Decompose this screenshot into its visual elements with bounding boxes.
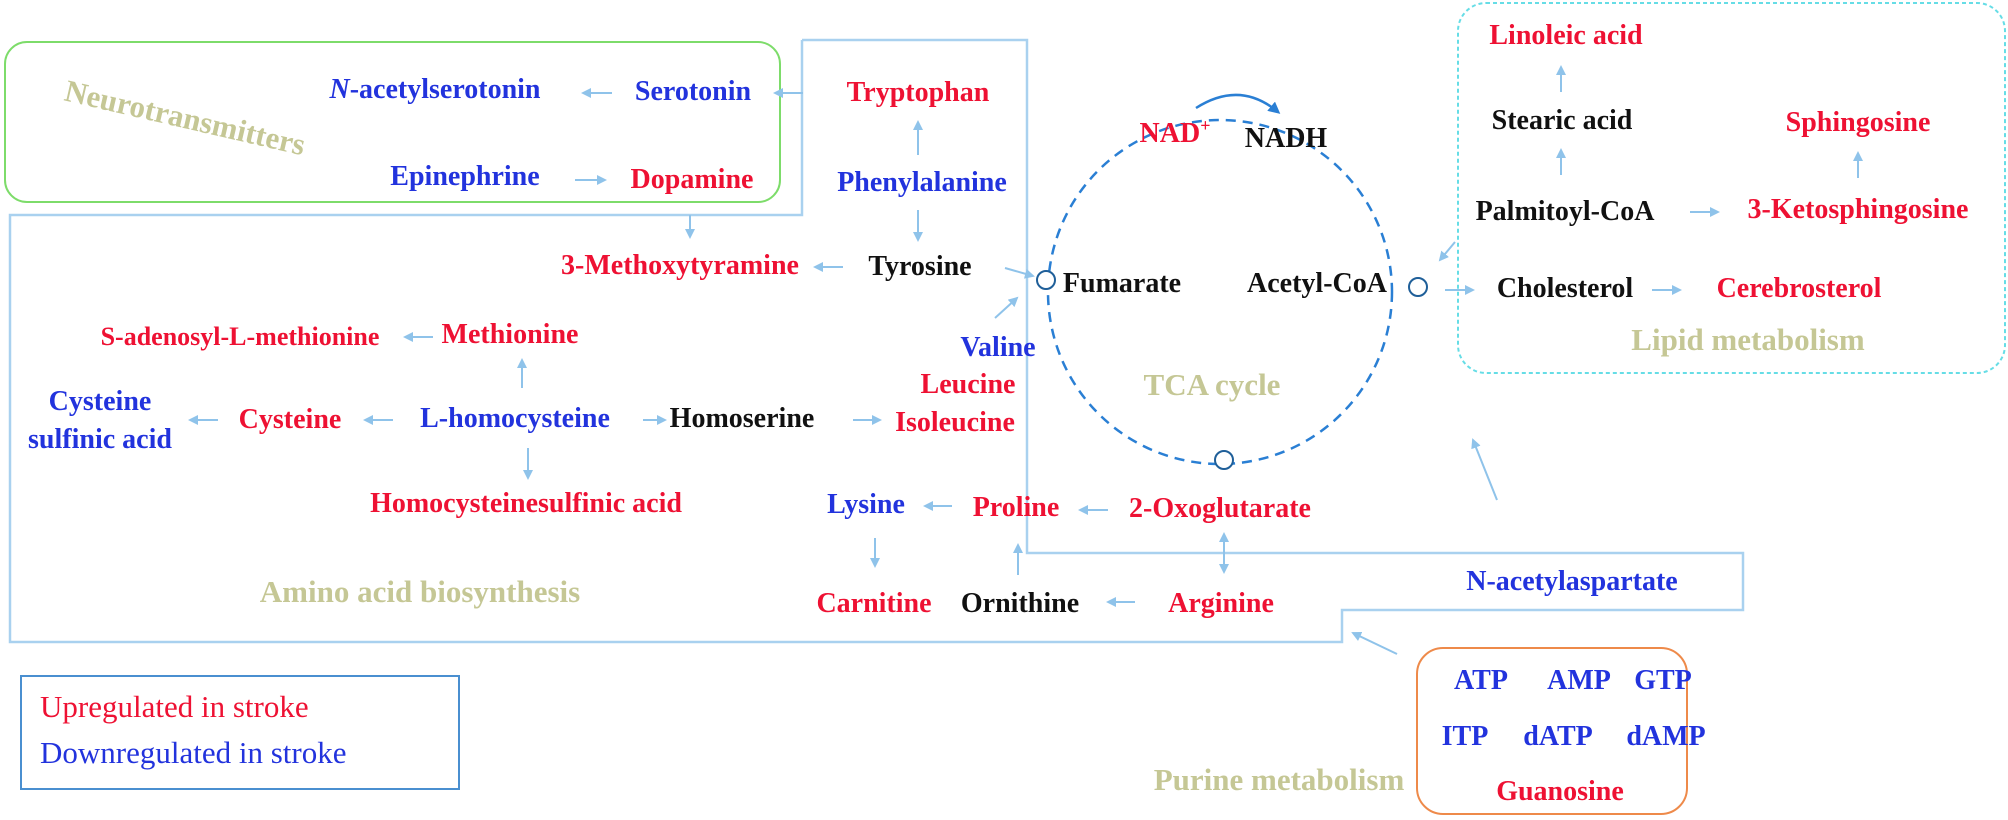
metabolite-phenylalanine: Phenylalanine: [837, 167, 1007, 198]
metabolite-fumarate: Fumarate: [1062, 268, 1182, 299]
metabolite-arginine: Arginine: [1168, 588, 1274, 619]
metabolite-stearic-acid: Stearic acid: [1491, 105, 1633, 136]
nad-superscript: +: [1200, 115, 1211, 136]
purine-metabolism-box: [1416, 647, 1688, 815]
metabolite-gtp: GTP: [1634, 665, 1692, 696]
metabolite-cysteine-sulfinic-acid-line1: Cysteine: [48, 386, 152, 417]
metabolite-isoleucine: Isoleucine: [895, 407, 1015, 438]
metabolite-3-methoxytyramine: 3-Methoxytyramine: [561, 250, 799, 281]
metabolite-nad-plus: NAD+: [1139, 115, 1211, 149]
metabolite-cerebrosterol: Cerebrosterol: [1716, 273, 1882, 304]
metabolite-tryptophan: Tryptophan: [846, 77, 990, 108]
metabolite-cholesterol: Cholesterol: [1496, 273, 1634, 304]
metabolite-dopamine: Dopamine: [630, 164, 754, 195]
metabolite-datp: dATP: [1523, 721, 1593, 752]
metabolite-n-acetylserotonin: N-acetylserotonin: [329, 75, 540, 105]
amino-acid-boundary: [8, 38, 1745, 644]
tca-node-oxoglutarate: [1214, 450, 1234, 470]
metabolite-epinephrine: Epinephrine: [390, 161, 540, 192]
lipid-metabolism-box: [1457, 2, 2006, 374]
metabolite-homocysteinesulfinic-acid: Homocysteinesulfinic acid: [370, 488, 682, 519]
legend-downregulated: Downregulated in stroke: [40, 735, 347, 770]
metabolite-damp: dAMP: [1626, 721, 1706, 752]
tca-node-acetyl-coa: [1408, 277, 1428, 297]
metabolite-carnitine: Carnitine: [816, 588, 932, 619]
n-acetylserotonin-prefix: N: [329, 74, 350, 105]
metabolite-acetyl-coa: Acetyl-CoA: [1247, 268, 1387, 299]
metabolite-tyrosine: Tyrosine: [868, 251, 972, 282]
arrow-n-acetylaspartate-to-tca: [1471, 438, 1498, 501]
arrow-purine-to-amino-acid: [1351, 631, 1398, 655]
tca-node-fumarate: [1036, 270, 1056, 290]
arrow-tyrosine-to-fumarate: [1004, 267, 1035, 279]
metabolite-ornithine: Ornithine: [960, 588, 1080, 619]
metabolite-itp: ITP: [1441, 721, 1489, 752]
metabolite-n-acetylaspartate: N-acetylaspartate: [1466, 566, 1678, 597]
metabolite-proline: Proline: [972, 492, 1060, 523]
region-label-tca-cycle: TCA cycle: [1143, 367, 1281, 402]
metabolite-cysteine-sulfinic-acid-line2: sulfinic acid: [28, 424, 172, 455]
metabolite-cysteine: Cysteine: [238, 404, 342, 435]
metabolite-sphingosine: Sphingosine: [1785, 107, 1931, 138]
metabolite-homoserine: Homoserine: [669, 403, 815, 434]
metabolite-nadh: NADH: [1244, 123, 1328, 154]
region-label-amino-acid-biosynthesis: Amino acid biosynthesis: [259, 574, 581, 609]
metabolite-valine: Valine: [960, 332, 1036, 363]
metabolite-amp: AMP: [1547, 665, 1611, 696]
metabolite-l-homocysteine: L-homocysteine: [420, 403, 610, 434]
neurotransmitters-box: [4, 41, 781, 203]
region-label-lipid-metabolism: Lipid metabolism: [1631, 322, 1865, 357]
legend: Upregulated in stroke Downregulated in s…: [20, 675, 460, 790]
region-label-purine-metabolism: Purine metabolism: [1153, 762, 1405, 797]
legend-upregulated: Upregulated in stroke: [40, 689, 309, 724]
metabolite-3-ketosphingosine: 3-Ketosphingosine: [1747, 194, 1969, 225]
metabolite-atp: ATP: [1454, 665, 1508, 696]
n-acetylserotonin-rest: -acetylserotonin: [349, 74, 541, 105]
metabolite-lysine: Lysine: [827, 489, 905, 520]
arrow-acetyl-coa-to-lipid: [1438, 241, 1456, 262]
metabolite-serotonin: Serotonin: [634, 76, 752, 107]
metabolite-palmitoyl-coa: Palmitoyl-CoA: [1475, 196, 1655, 227]
nad-to-nadh-arrow: [1195, 93, 1281, 114]
metabolite-leucine: Leucine: [920, 369, 1016, 400]
arrow-bcaa-to-fumarate: [994, 296, 1019, 319]
metabolite-linoleic-acid: Linoleic acid: [1489, 20, 1643, 51]
metabolite-s-adenosyl-l-methionine: S-adenosyl-L-methionine: [100, 322, 380, 351]
nad-label: NAD: [1139, 118, 1201, 149]
metabolite-methionine: Methionine: [441, 319, 579, 350]
tca-cycle-circle: [1046, 118, 1394, 466]
metabolite-guanosine: Guanosine: [1496, 776, 1624, 807]
metabolite-2-oxoglutarate: 2-Oxoglutarate: [1129, 493, 1311, 524]
